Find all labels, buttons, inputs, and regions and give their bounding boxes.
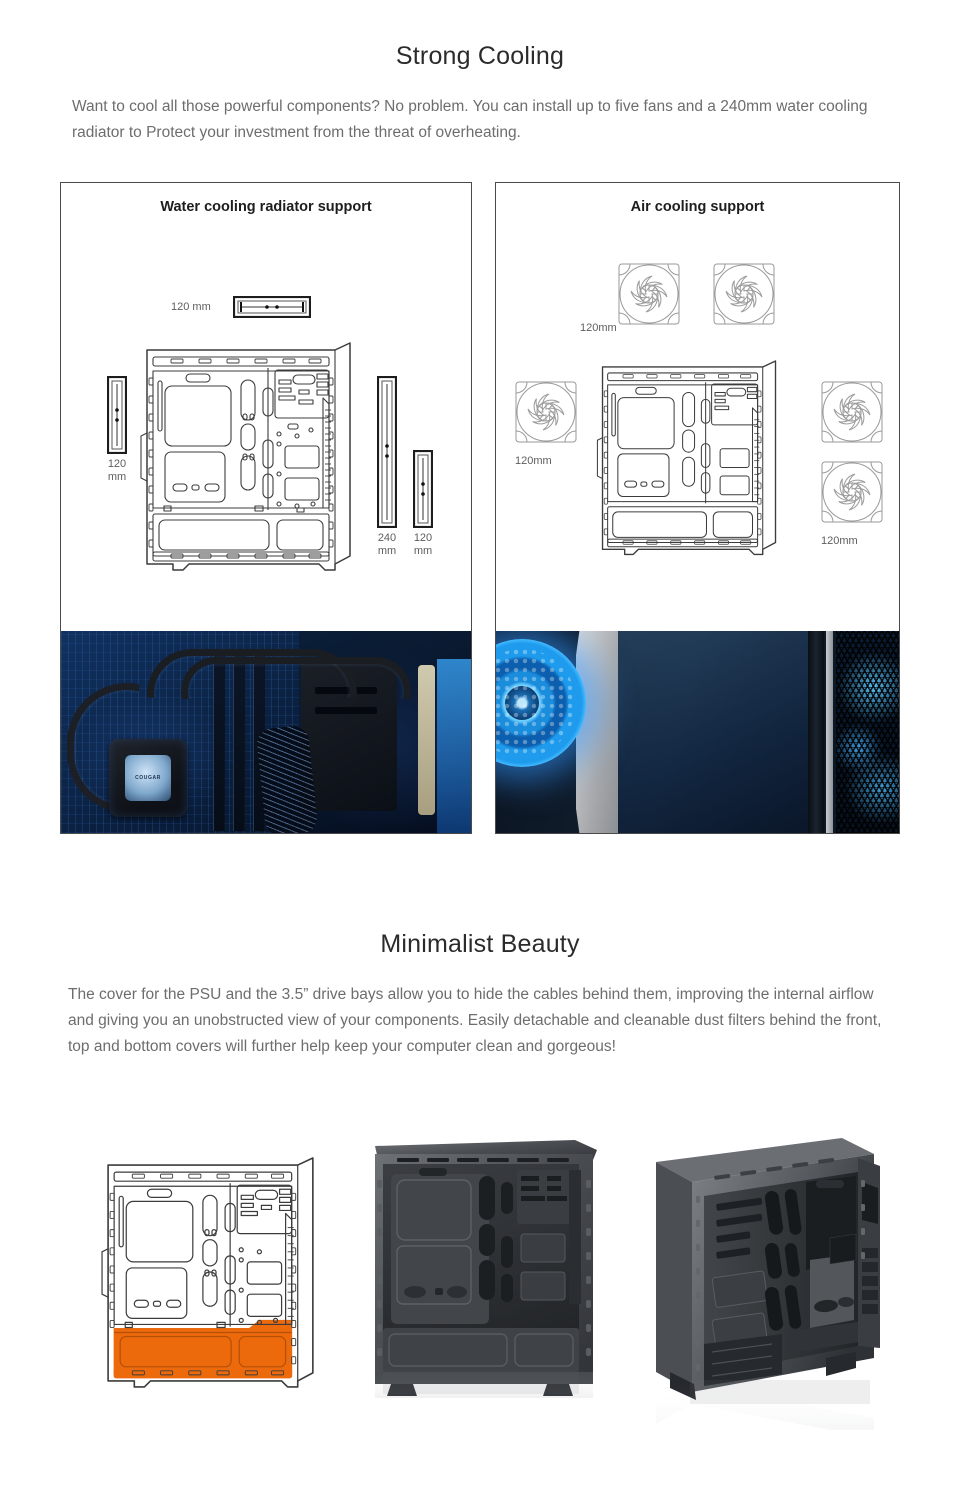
radiator-left-icon	[107, 376, 127, 454]
case-inner-wall	[618, 631, 808, 833]
aio-cooler-photo: COUGAR	[61, 631, 471, 833]
fan-icon-right-upper	[821, 381, 883, 443]
fan-icon-top-right	[713, 263, 775, 325]
strong-cooling-title-wrap: Strong Cooling	[0, 42, 960, 71]
psu-cover-highlight	[113, 1319, 293, 1379]
radiator-top-label: 120 mm	[171, 301, 211, 313]
led-fan-photo	[496, 631, 899, 833]
case-gallery	[60, 1120, 900, 1430]
water-cooling-diagram: 120 mm 120 mm	[61, 183, 471, 631]
blue-led-fan	[496, 639, 586, 767]
metal-strip	[826, 631, 833, 833]
fan-hub	[505, 686, 539, 720]
cougar-logo-text: COUGAR	[135, 775, 161, 781]
air-cooling-diagram: 120mm	[496, 183, 899, 631]
memory-module	[418, 665, 435, 815]
fan-top-label: 120mm	[580, 322, 617, 334]
water-cooling-panel: Water cooling radiator support 120 mm	[60, 182, 472, 834]
fan-icon-right-lower	[821, 461, 883, 523]
air-cooling-panel-title: Air cooling support	[630, 199, 765, 215]
section-title-minimalist: Minimalist Beauty	[380, 930, 580, 958]
gallery-item-case-rear-angle	[630, 1120, 900, 1430]
blue-lit-panel	[437, 659, 471, 833]
gallery-item-psu-cover-diagram	[70, 1120, 325, 1430]
radiator-right-tall-label: 240 mm	[377, 532, 397, 557]
case-rear-angle-photo	[656, 1138, 880, 1430]
fan-icon-left	[515, 381, 577, 443]
coolant-tube	[181, 657, 411, 699]
vent-slot	[315, 707, 377, 714]
minimalist-beauty-title-wrap: Minimalist Beauty	[0, 930, 960, 959]
metal-bracket	[576, 631, 618, 833]
cooling-panels: Water cooling radiator support 120 mm	[60, 182, 900, 834]
cougar-logo-icon: COUGAR	[125, 755, 171, 801]
case-line-drawing-psu-cover	[101, 1157, 314, 1388]
radiator-left-label: 120 mm	[107, 458, 127, 483]
cpu-water-block: COUGAR	[109, 739, 187, 817]
fan-right-label: 120mm	[821, 535, 858, 547]
gallery-item-case-interior	[355, 1120, 615, 1430]
strong-cooling-paragraph: Want to cool all those powerful componen…	[72, 98, 868, 141]
air-cooling-panel: Air cooling support	[495, 182, 900, 834]
water-cooling-photo: COUGAR	[61, 631, 471, 833]
radiator-right-short-icon	[413, 450, 433, 528]
case-line-drawing-water	[140, 342, 351, 571]
water-cooling-panel-title: Water cooling radiator support	[160, 199, 372, 215]
glass-panel-edge	[808, 631, 824, 833]
case-reflection	[375, 1368, 593, 1398]
honeycomb-mesh-panel	[836, 631, 899, 833]
radiator-top-icon	[233, 296, 311, 318]
air-cooling-photo	[496, 631, 899, 833]
case-reflection	[656, 1380, 874, 1430]
case-line-drawing-air	[596, 360, 777, 556]
page-title: Strong Cooling	[395, 42, 565, 70]
case-interior-photo	[375, 1140, 597, 1398]
fan-icon-top-left	[618, 263, 680, 325]
fan-left-label: 120mm	[515, 455, 552, 467]
radiator-right-tall-icon	[377, 376, 397, 528]
radiator-right-short-label: 120 mm	[413, 532, 433, 557]
minimalist-beauty-paragraph: The cover for the PSU and the 3.5” drive…	[68, 986, 882, 1055]
